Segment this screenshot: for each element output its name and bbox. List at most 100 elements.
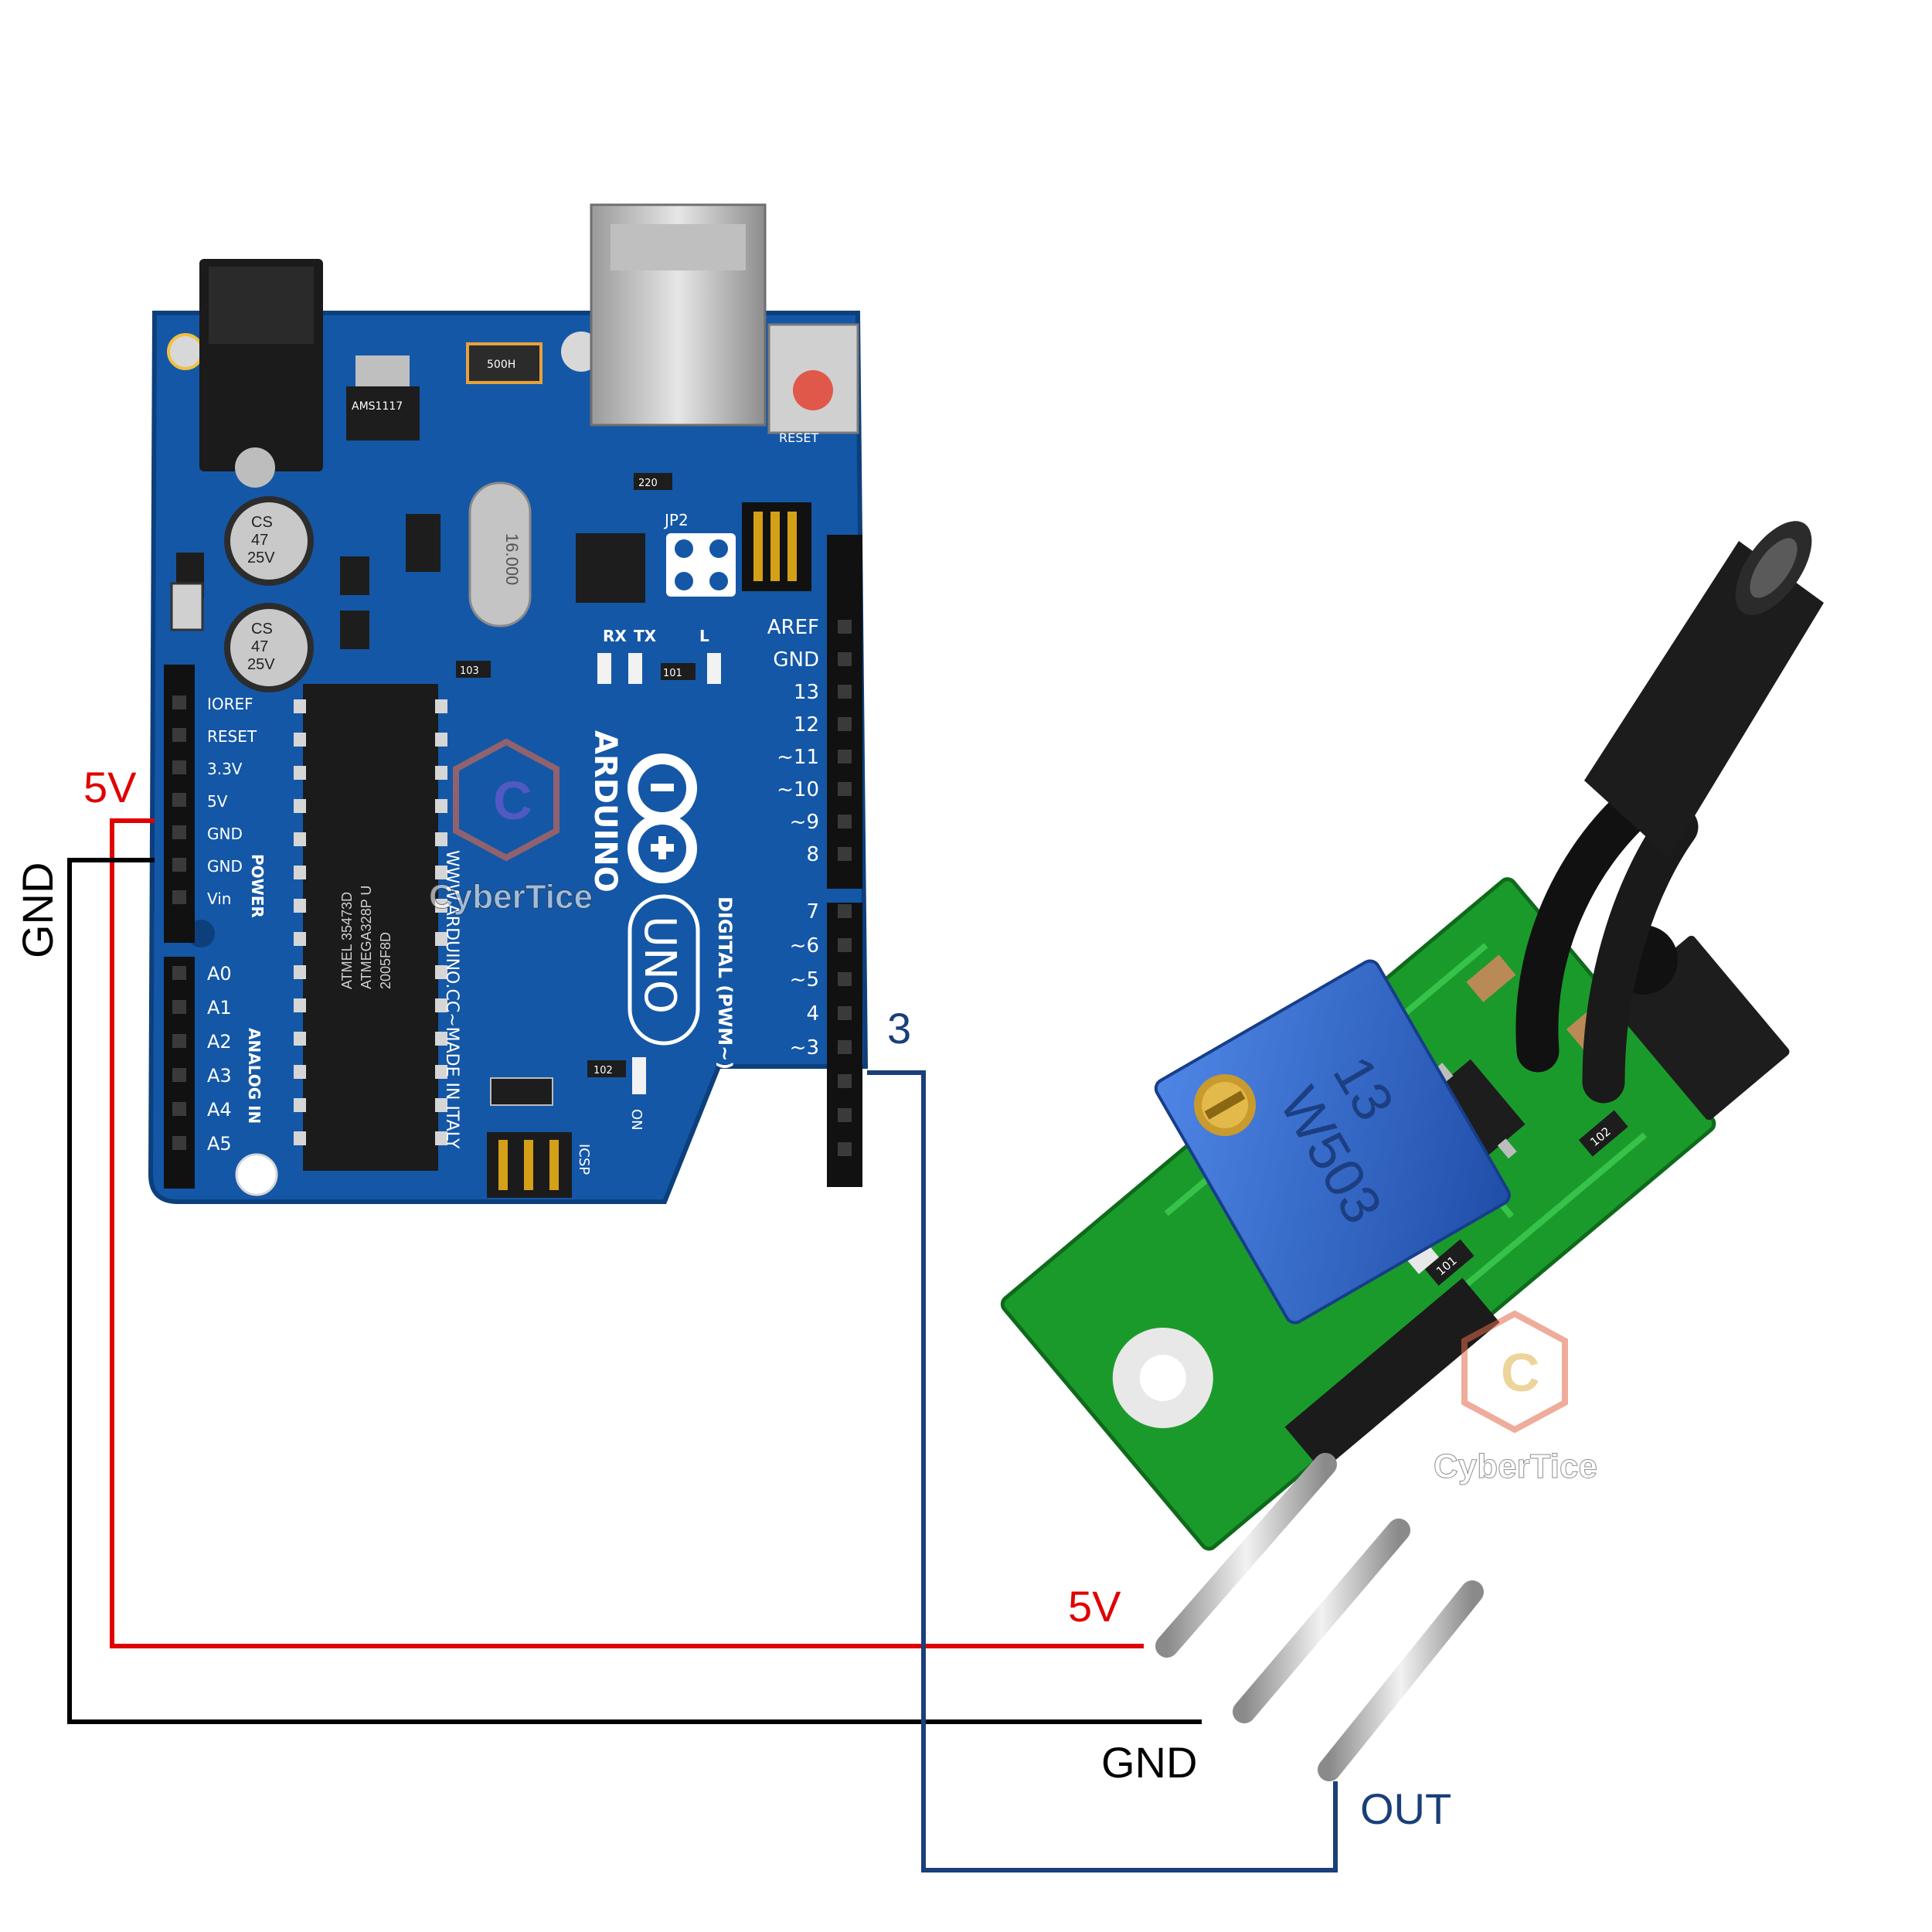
chip-leg [294,998,306,1012]
power-pin-socket[interactable] [172,825,186,839]
chip-leg [435,899,447,913]
digital-group-label: DIGITAL (PWM~) [714,896,736,1070]
sensor-probe [1515,521,1824,1104]
fuse-label: 500H [487,359,515,371]
svg-text:CyberTice: CyberTice [1434,1447,1597,1485]
digital-pin-socket[interactable] [838,1006,852,1020]
sensor-5v-label: 5V [1068,1582,1121,1631]
chip-leg [294,733,306,747]
crystal-label: 16.000 [502,533,522,585]
digital-pin-label: ~9 [790,811,819,834]
capacitor-1: CS 47 25V [224,496,314,586]
sensor-gnd-label: GND [1101,1738,1197,1787]
made-in-italy: WWW.ARDUINO.CC~MADE IN ITALY [442,850,461,1149]
digital-pin-label: 8 [806,843,819,866]
analog-pin-label: A4 [207,1099,232,1121]
tx-label: TX [634,627,657,645]
wire-5v [110,818,1144,1648]
sensor-pin-5v[interactable] [1155,1453,1337,1658]
crystal-oscillator: 16.000 [468,481,532,628]
digital-pin-socket[interactable] [838,652,852,666]
chip-leg [435,832,447,846]
digital-header-upper [827,535,862,889]
digital-pin-socket[interactable] [838,782,852,796]
chip-leg [435,799,447,813]
power-pin-label: IOREF [207,695,253,713]
wire-gnd [67,858,1202,1724]
power-pin-socket[interactable] [172,858,186,872]
analog-pin-socket[interactable] [172,1000,186,1014]
analog-pin-socket[interactable] [172,1102,186,1116]
chip-leg [294,899,306,913]
power-pin-socket[interactable] [172,696,186,709]
power-pin-socket[interactable] [172,760,186,774]
analog-pin-socket[interactable] [172,966,186,980]
chip-text: 2005F8D [378,932,393,989]
chip-leg [294,1032,306,1046]
trimpot-screw[interactable] [1194,1074,1256,1136]
power-pin-label: 3.3V [207,760,243,778]
analog-pin-label: A0 [207,963,232,985]
digital-pin-socket[interactable] [838,1074,852,1088]
digital-pin-socket[interactable] [838,1040,852,1054]
chip-leg [294,932,306,946]
usb-connector [590,203,767,427]
resistor-mark: 220 [638,478,658,489]
digital-pin-label: ~6 [790,934,819,957]
digital-pin-label: 12 [794,713,819,736]
digital-pin-socket[interactable] [838,685,852,699]
capacitor-text: 47 [251,638,268,655]
digital-pin-socket[interactable] [838,815,852,828]
digital-pin-label: ~3 [790,1036,819,1060]
digital-pin-label: ~5 [790,968,819,992]
trimpot: W503 13 [1154,959,1511,1325]
sensor-pin-gnd[interactable] [1233,1519,1410,1723]
analog-pin-socket[interactable] [172,1034,186,1048]
power-pin-label: GND [207,825,243,843]
chip-leg [435,932,447,946]
digital-pin-socket[interactable] [838,1142,852,1156]
chip-leg [435,1098,447,1112]
digital-pin-socket[interactable] [838,938,852,952]
sensor-pin-out[interactable] [1318,1580,1484,1781]
arduino-uno-board: RESET AMS1117 500H CS 47 25V CS 47 25V [148,203,869,1204]
resistor-mark: 102 [594,1065,613,1077]
digital-pin-label: 4 [806,1002,819,1026]
resistor-mark: 103 [460,665,479,677]
chip-leg [435,1032,447,1046]
digital-pin-label: 2 [806,1070,819,1094]
digital-pin-socket[interactable] [838,750,852,764]
capacitor-text: 25V [247,549,275,566]
chip-leg [294,699,306,713]
power-pin-socket[interactable] [172,890,186,904]
jp2-pads: JP2 [663,511,736,597]
digital-pin-socket[interactable] [838,717,852,731]
chip-leg [294,1065,306,1079]
digital-pin-label: GND [773,648,819,672]
digital-pin-socket[interactable] [838,1108,852,1122]
chip-leg [294,866,306,879]
digital-pin-label: 7 [806,900,819,923]
atmega328p-chip: ATMEL 35473D ATMEGA328P U 2005F8D [294,684,447,1171]
digital-pin-socket[interactable] [838,904,852,918]
cybertice-watermark-1: C CyberTice [429,738,593,917]
analog-pin-socket[interactable] [172,1068,186,1082]
power-pin-socket[interactable] [172,793,186,807]
analog-group-label: ANALOG IN [245,1028,264,1124]
power-pin-socket[interactable] [172,728,186,742]
reset-button: RESET [767,323,859,445]
digital-pin-label: RX←0 [762,1138,819,1162]
digital-pin-socket[interactable] [838,972,852,986]
capacitor-2: CS 47 25V [224,603,314,692]
digital-pin-socket[interactable] [838,620,852,634]
analog-pin-socket[interactable] [172,1136,186,1150]
power-pin-label: Vin [207,889,231,908]
arduino-brand: ARDUINO [587,730,623,893]
sensor-out-label: OUT [1360,1784,1451,1833]
digital-pin-socket[interactable] [838,847,852,861]
svg-text:C: C [493,770,532,831]
chip-leg [294,799,306,813]
analog-pin-label: A1 [207,997,232,1019]
on-label: ON [628,1109,645,1131]
